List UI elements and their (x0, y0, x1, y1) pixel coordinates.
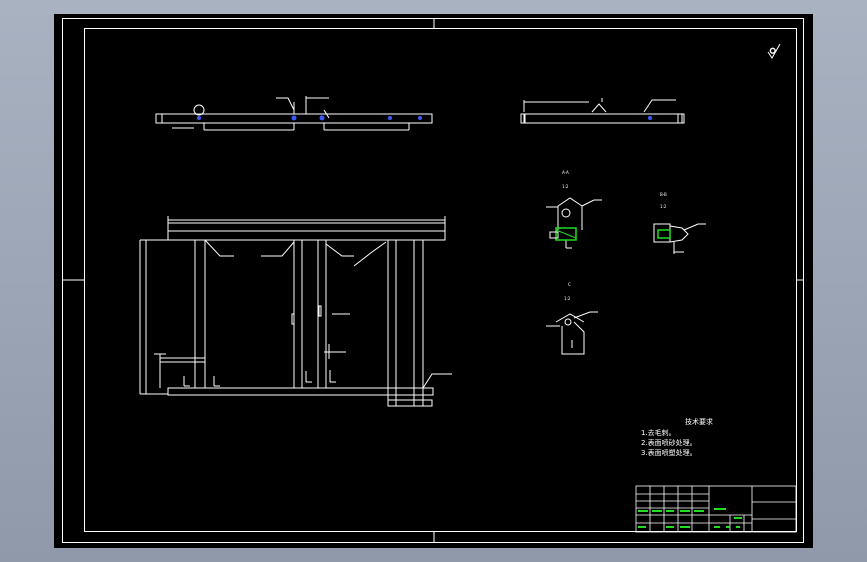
outer-frame (62, 18, 804, 543)
top-tube-view (520, 98, 685, 124)
section-b-hatch (657, 229, 671, 239)
detail-c-scale: 1:2 (564, 296, 571, 301)
section-b-scale: 1:2 (660, 204, 667, 209)
tech-req-item-1: 1.去毛刺。 (641, 428, 676, 437)
section-view-a (546, 197, 602, 249)
main-front-view (139, 216, 452, 407)
roughness-symbol: ◯ (767, 43, 781, 59)
section-b-label: B-B (660, 192, 667, 197)
section-view-b (653, 223, 706, 254)
section-a-label: A-A (562, 170, 569, 175)
tech-req-item-3: 3.表面喷塑处理。 (641, 448, 697, 457)
title-block-green-fields (638, 508, 742, 528)
title-block (635, 485, 797, 533)
tech-req-item-2: 2.表面喷砂处理。 (641, 438, 697, 447)
tech-req-title: 技术要求 (685, 417, 713, 426)
top-beam-view (155, 96, 433, 131)
svg-text:◯: ◯ (770, 48, 776, 54)
section-a-scale: 1:2 (562, 184, 569, 189)
top-beam-welds (197, 115, 422, 121)
cad-drawing: ◯ (62, 18, 804, 543)
drawing-canvas[interactable]: ◯ (54, 14, 813, 548)
detail-c-label: C (568, 282, 571, 287)
detail-view-c (546, 311, 598, 355)
section-a-hatch (555, 227, 577, 241)
